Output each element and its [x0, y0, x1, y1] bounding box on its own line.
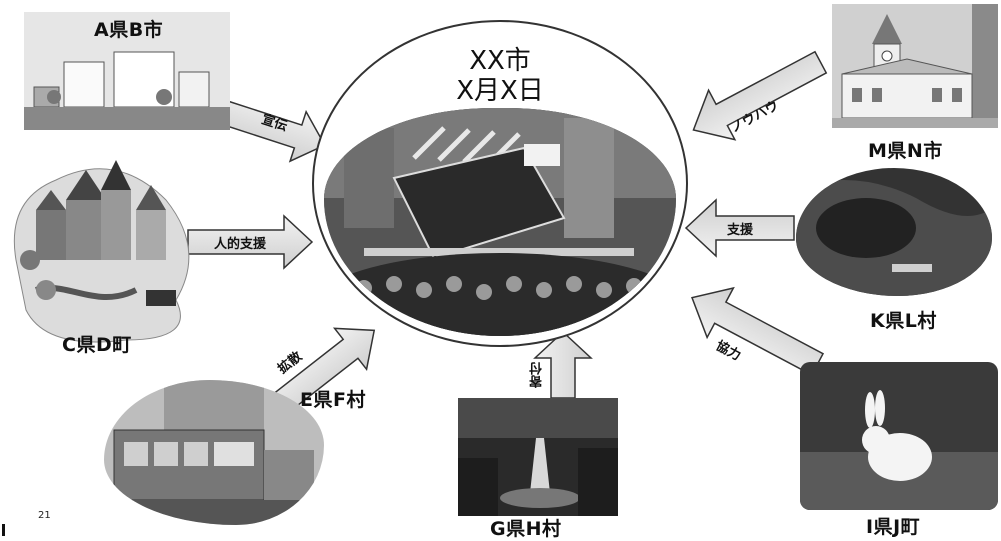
village-drawing	[13, 160, 190, 343]
place-label-e-f: E県F村	[300, 389, 366, 411]
place-label-m-n: M県N市	[868, 140, 943, 162]
clock-tower-building-photo	[832, 4, 998, 128]
arrow-label-c-d: 人的支援	[214, 237, 267, 252]
waterfall-drawing	[458, 398, 618, 516]
lake-boat-drawing	[796, 168, 992, 296]
tram-drawing	[104, 380, 324, 525]
margin-mark	[2, 524, 5, 536]
place-label-c-d: C県D町	[62, 334, 132, 356]
rabbit-drawing	[800, 362, 998, 510]
arrow-label-g-h: 寄付	[530, 362, 545, 388]
center-title: XX市 X月X日	[456, 46, 544, 106]
arrow-k-l	[684, 198, 795, 258]
arrow-g-h	[533, 330, 593, 399]
place-label-i-j: I県J町	[866, 516, 921, 538]
festival-float-drawing	[324, 108, 676, 336]
waterfall-photo	[458, 398, 618, 516]
place-label-k-l: K県L村	[870, 310, 937, 332]
village-illustration	[6, 140, 206, 350]
arrow-a-b	[221, 100, 326, 163]
festival-float-photo	[324, 108, 676, 336]
clock-tower-drawing	[832, 4, 998, 128]
town-buildings-drawing	[24, 12, 230, 130]
place-label-a-b: A県B市	[94, 19, 164, 41]
arrow-c-d	[187, 214, 314, 270]
center-event-oval: XX市 X月X日	[312, 20, 688, 347]
place-label-g-h: G県H村	[490, 518, 562, 540]
arrow-i-j	[691, 286, 825, 376]
lake-boat-photo	[796, 168, 992, 296]
page-number: 21	[38, 510, 51, 521]
arrow-label-k-l: 支援	[727, 223, 754, 238]
arrow-m-n	[692, 50, 828, 141]
rabbit-photo	[800, 362, 998, 510]
tram-photo	[104, 380, 324, 525]
town-buildings-illustration	[24, 12, 230, 130]
